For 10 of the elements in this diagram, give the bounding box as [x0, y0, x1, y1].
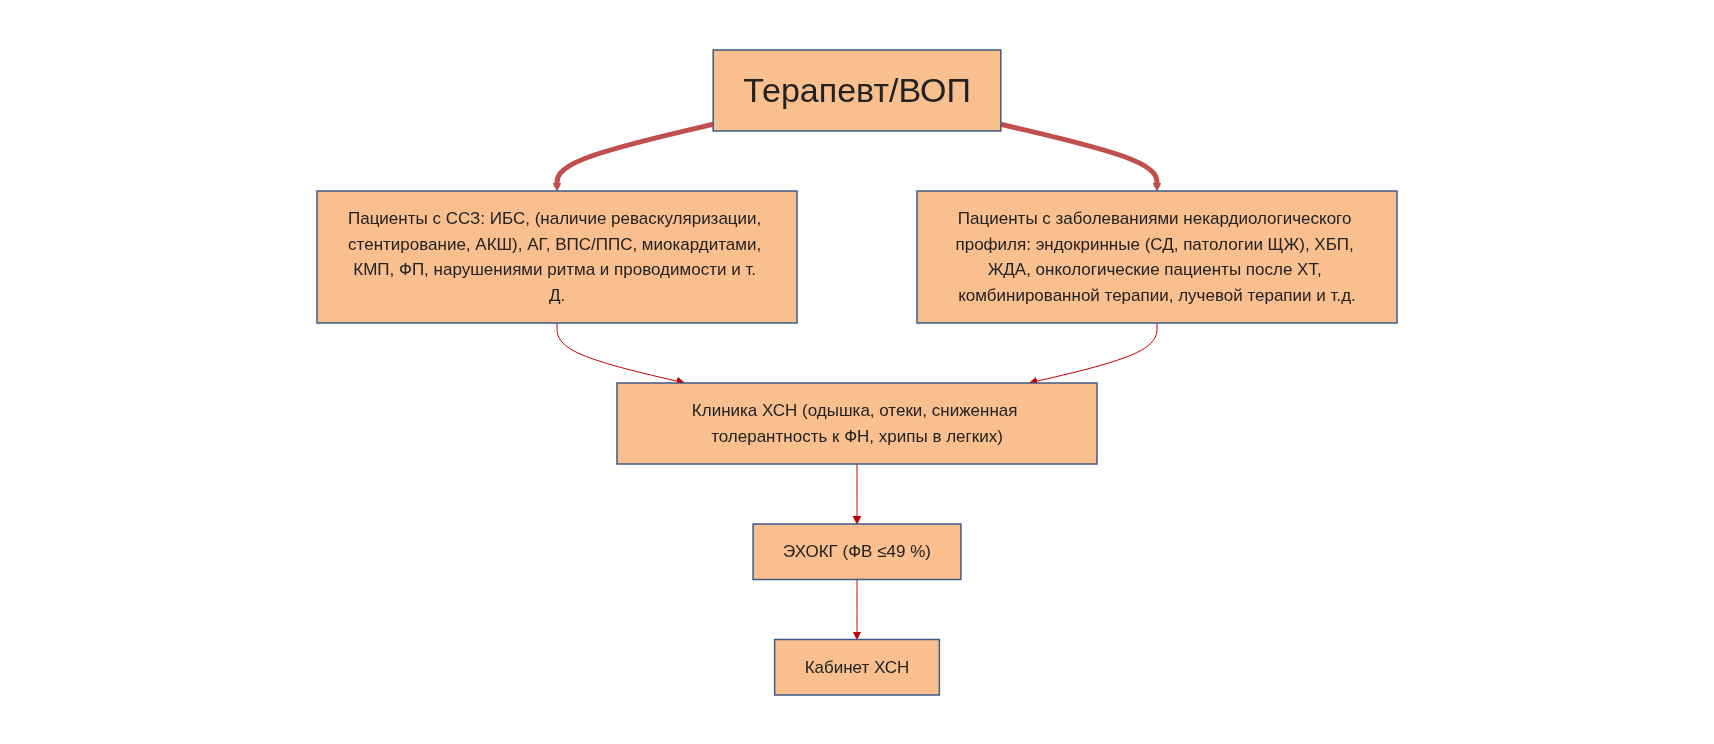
node-box: Терапевт/ВОП [712, 48, 1002, 132]
node-box: Пациенты с заболеваниями некардиологического профиля: эндокринные (СД, патологии ЩЖ), ХБП, ЖДА, онкологические пациенты после ХТ, комбинированной терапии, лучевой терапии и т.д. [916, 189, 1398, 324]
node-box: Пациенты с ССЗ: ИБС, (наличие реваскуляризации, стентирование, АКШ), АГ, ВПС/ППС, миокардитами, КМП, ФП, нарушениями ритма и проводимости и т. Д. [316, 189, 798, 324]
arrow [1000, 121, 1162, 191]
arrow [852, 463, 862, 524]
node-box: Клиника ХСН (одышка, отеки, сниженная толерантность к ФН, хрипы в легких) [616, 381, 1098, 465]
arrow [552, 121, 714, 191]
node-box: ЭХОКГ (ФВ ≤49 %) [752, 522, 962, 580]
arrow [852, 578, 862, 640]
node-box: Кабинет ХСН [773, 638, 941, 696]
